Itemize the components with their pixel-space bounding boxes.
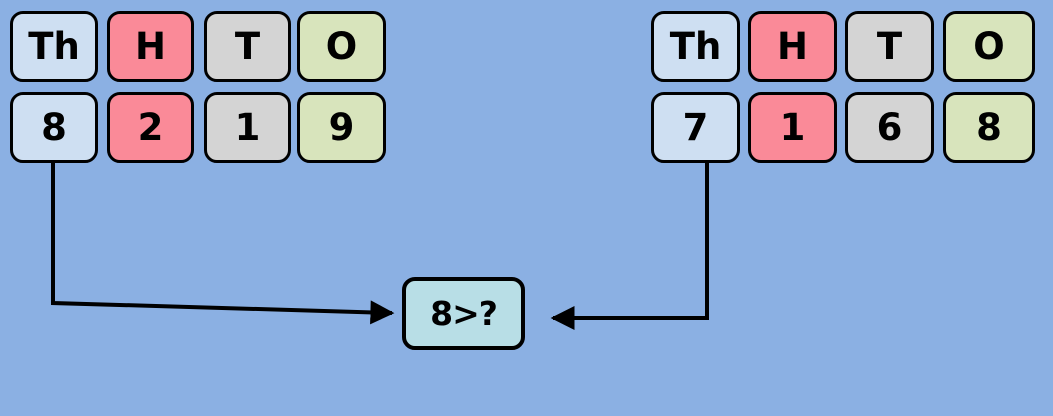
left-header-th-label: Th [28, 25, 80, 68]
right-header-t-label: T [876, 25, 903, 68]
left-digit-to-compare-connector [51, 163, 395, 325]
right-digit-th-value: 7 [682, 106, 709, 149]
compare-node[interactable]: 8>? [402, 277, 525, 350]
right-header-t[interactable]: T [845, 11, 934, 82]
right-header-th[interactable]: Th [651, 11, 740, 82]
left-digit-o[interactable]: 9 [297, 92, 386, 163]
left-header-h-label: H [135, 25, 166, 68]
left-digit-t-value: 1 [234, 106, 261, 149]
right-digit-h[interactable]: 1 [748, 92, 837, 163]
left-header-o[interactable]: O [297, 11, 386, 82]
right-digit-t[interactable]: 6 [845, 92, 934, 163]
right-digit-h-value: 1 [779, 106, 806, 149]
right-digit-th[interactable]: 7 [651, 92, 740, 163]
left-digit-o-value: 9 [328, 106, 355, 149]
right-digit-to-compare-connector [550, 163, 709, 330]
left-digit-h-value: 2 [137, 106, 164, 149]
left-digit-h[interactable]: 2 [107, 92, 194, 163]
left-digit-t[interactable]: 1 [204, 92, 291, 163]
left-digit-th[interactable]: 8 [10, 92, 98, 163]
left-digit-th-value: 8 [41, 106, 67, 149]
left-header-o-label: O [325, 25, 358, 68]
right-digit-o-value: 8 [976, 106, 1002, 149]
right-header-o-label: O [973, 25, 1005, 68]
right-digit-t-value: 6 [876, 106, 903, 149]
right-header-o[interactable]: O [943, 11, 1035, 82]
right-header-th-label: Th [669, 25, 722, 68]
left-header-t[interactable]: T [204, 11, 291, 82]
left-header-t-label: T [234, 25, 261, 68]
right-header-h[interactable]: H [748, 11, 837, 82]
right-header-h-label: H [777, 25, 808, 68]
right-digit-o[interactable]: 8 [943, 92, 1035, 163]
left-header-h[interactable]: H [107, 11, 194, 82]
compare-node-label: 8>? [430, 294, 498, 333]
left-header-th[interactable]: Th [10, 11, 98, 82]
